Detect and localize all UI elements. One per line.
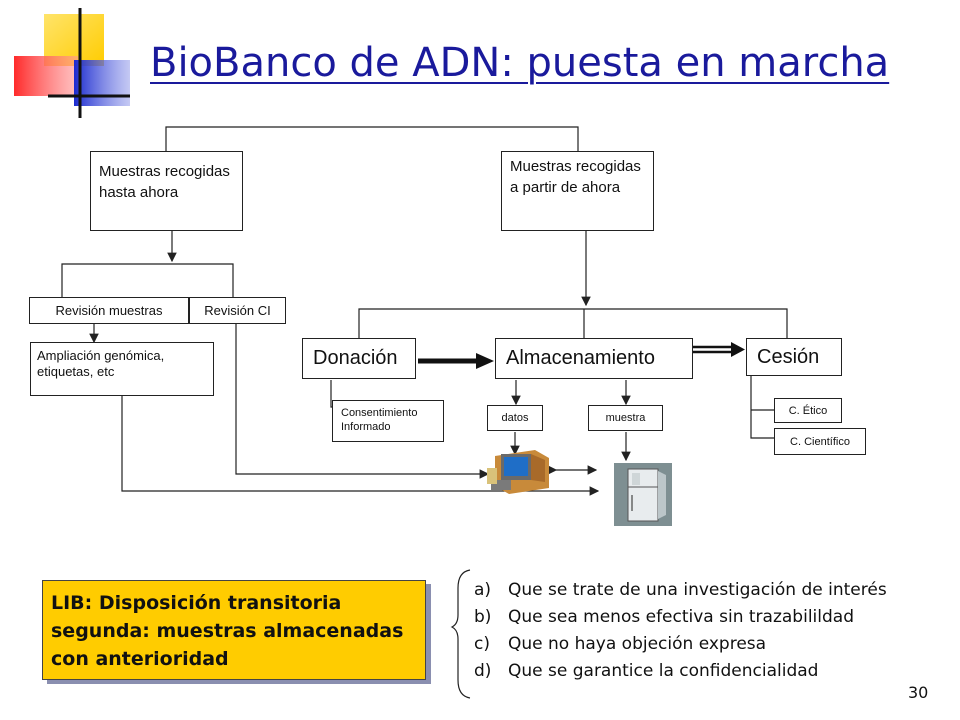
list-text: Que se trate de una investigación de int… <box>508 580 887 600</box>
datos-box: datos <box>487 405 543 431</box>
muestra-box: muestra <box>588 405 663 431</box>
list-item: a) Que se trate de una investigación de i… <box>474 580 887 600</box>
almacenamiento-box: Almacenamiento <box>495 338 693 379</box>
c-etico-box: C. Ético <box>774 398 842 423</box>
lib-note-box: LIB: Disposición transitoria segunda: mu… <box>42 580 426 680</box>
cesion-box: Cesión <box>746 338 842 376</box>
computer-icon <box>487 446 553 496</box>
consentimiento-box: Consentimiento Informado <box>332 400 444 442</box>
new-samples-box: Muestras recogidas a partir de ahora <box>501 151 654 231</box>
donacion-box: Donación <box>302 338 416 379</box>
list-item: d) Que se garantice la confidencialidad <box>474 661 818 681</box>
c-cientifico-box: C. Científico <box>774 428 866 455</box>
list-marker: b) <box>474 607 492 627</box>
list-item: c) Que no haya objeción expresa <box>474 634 766 654</box>
decorative-logo <box>0 0 140 120</box>
list-marker: d) <box>474 661 492 681</box>
page-number: 30 <box>908 683 929 702</box>
list-marker: c) <box>474 634 490 654</box>
revision-ci-box: Revisión CI <box>189 297 286 324</box>
revision-muestras-box: Revisión muestras <box>29 297 189 324</box>
prev-samples-box: Muestras recogidas hasta ahora <box>90 151 243 231</box>
list-text: Que sea menos efectiva sin trazabilildad <box>508 607 854 627</box>
refrigerator-icon <box>614 463 672 526</box>
ampliacion-box: Ampliación genómica, etiquetas, etc <box>30 342 214 396</box>
slide-title: BioBanco de ADN: puesta en marcha <box>150 40 890 86</box>
list-item: b) Que sea menos efectiva sin trazabilild… <box>474 607 854 627</box>
list-text: Que no haya objeción expresa <box>508 634 767 654</box>
list-text: Que se garantice la confidencialidad <box>508 661 819 681</box>
list-marker: a) <box>474 580 492 600</box>
